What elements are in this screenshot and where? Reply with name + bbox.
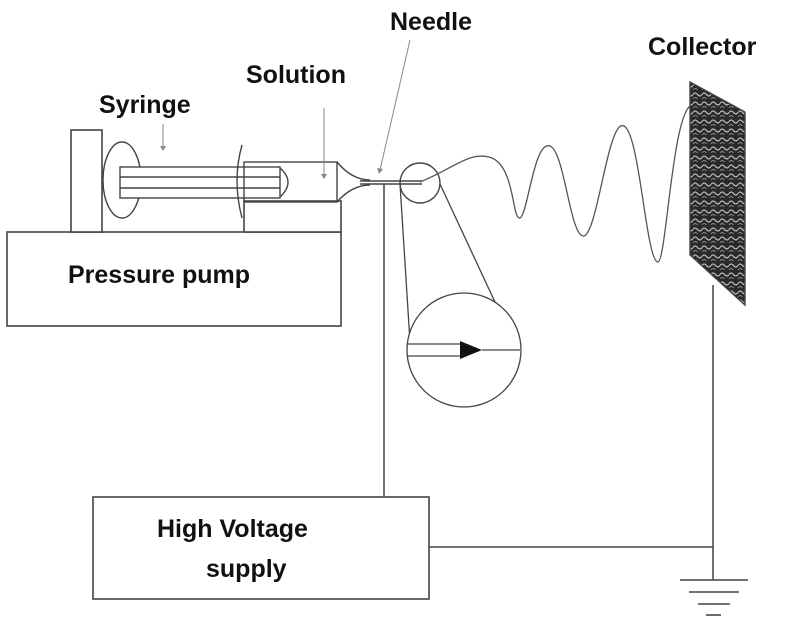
high-voltage-supply <box>92 496 430 600</box>
needle-pointer-arrow-icon <box>377 168 383 174</box>
supply-label-line1: High Voltage <box>157 515 308 543</box>
syringe-barrel <box>243 161 338 203</box>
collector <box>689 80 746 307</box>
fiber-jet <box>419 105 691 263</box>
magnified-tip-view <box>399 183 522 408</box>
barrel-flange <box>236 144 243 219</box>
pressure-pump-label: Pressure pump <box>68 261 250 289</box>
collector-label: Collector <box>648 33 757 61</box>
needle <box>360 162 441 204</box>
ground-icon <box>680 579 748 616</box>
solution-pointer-arrow-icon <box>321 174 327 179</box>
syringe-pointer-arrow-icon <box>160 146 166 151</box>
plunger-rod <box>119 166 281 199</box>
pump-pusher-block <box>70 129 103 233</box>
syringe-support-block <box>243 200 342 233</box>
syringe-label: Syringe <box>99 91 191 119</box>
syringe-nozzle <box>336 161 371 203</box>
supply-label-line2: supply <box>206 555 287 583</box>
needle-label: Needle <box>390 8 472 36</box>
needle-tip-highlight <box>399 162 441 204</box>
pressure-pump <box>6 231 342 327</box>
wiring <box>383 184 714 580</box>
label-pointers <box>162 39 411 176</box>
solution-label: Solution <box>246 61 346 89</box>
taylor-cone <box>460 341 482 359</box>
plunger-tip <box>279 167 289 198</box>
syringe <box>102 141 371 219</box>
